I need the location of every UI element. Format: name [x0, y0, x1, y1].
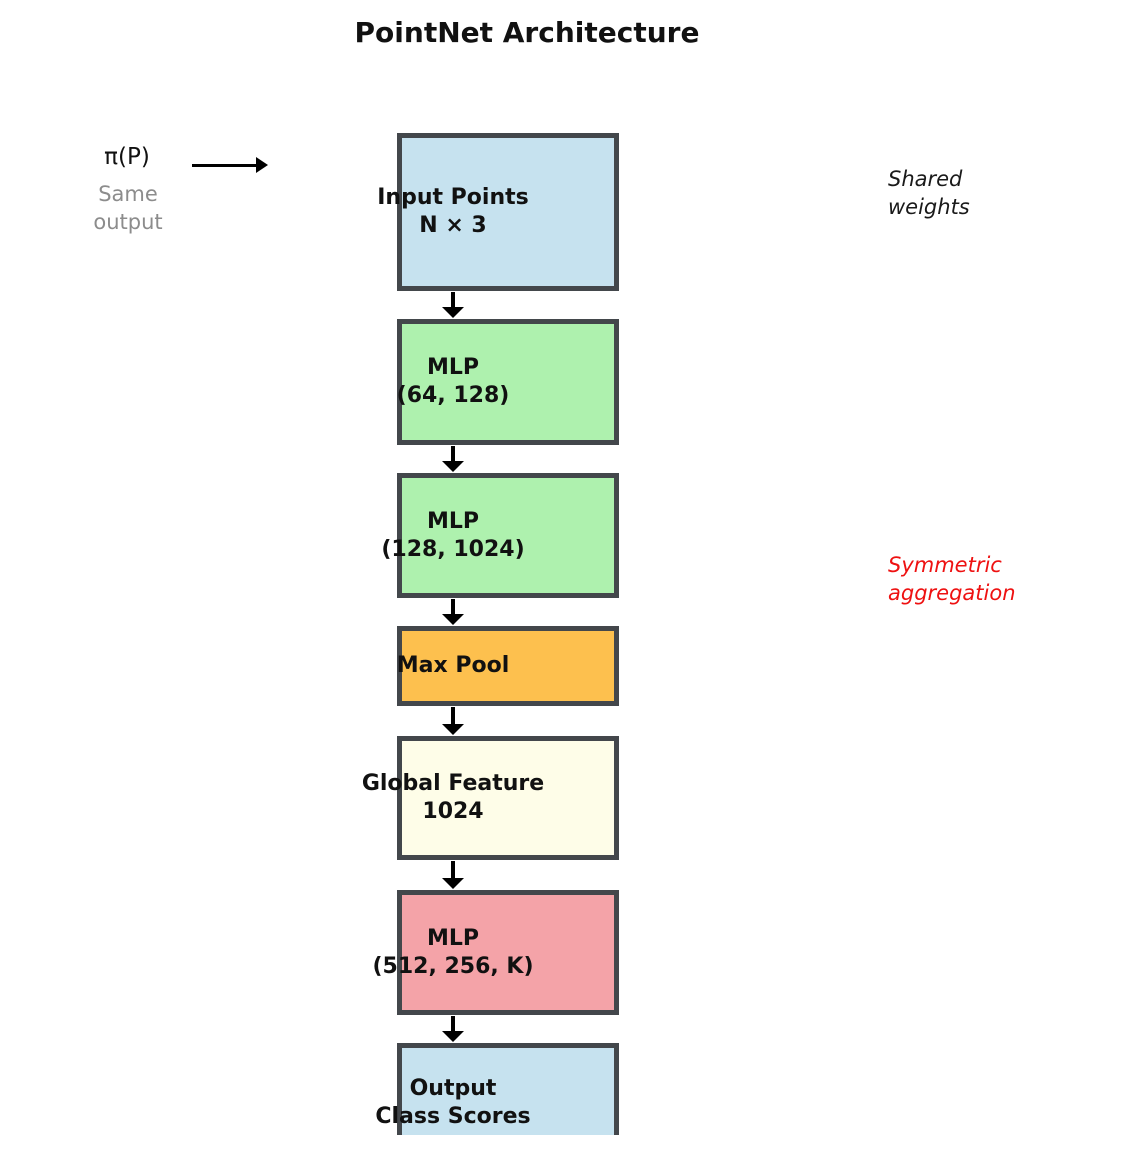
arrow-head [442, 1031, 464, 1042]
node-label-line: MLP [426, 508, 480, 534]
note-line: weights [888, 195, 970, 219]
right-arrow-icon [192, 156, 268, 174]
node-label: Input Points N × 3 [377, 184, 529, 240]
node-mlp-classifier: MLP (512, 256, K) [372, 890, 619, 1015]
note-line: aggregation [888, 581, 1016, 605]
down-arrow-icon [442, 446, 464, 472]
down-arrow-icon [442, 707, 464, 735]
node-label-line: (128, 1024) [381, 536, 525, 562]
node-label-line: Output [409, 1076, 497, 1101]
note-line: Symmetric [888, 553, 1002, 577]
arrow-stem [192, 164, 258, 167]
node-label-line: Class Scores [375, 1104, 531, 1129]
arrow-head [442, 461, 464, 472]
arrow-stem [451, 292, 455, 308]
arrow-head [442, 878, 464, 889]
arrow-stem [451, 707, 455, 725]
note-line: output [93, 210, 163, 234]
shared-weights-note: Shared weights [888, 165, 970, 221]
same-output-note: Same output [93, 180, 162, 236]
arrow-head [442, 307, 464, 318]
node-input-points: Input Points N × 3 [377, 133, 619, 291]
down-arrow-icon [442, 292, 464, 318]
node-mlp-1: MLP (64, 128) [397, 319, 619, 445]
arrow-stem [451, 599, 455, 615]
node-label-line: (64, 128) [396, 383, 510, 408]
down-arrow-icon [442, 861, 464, 889]
node-label-line: Max Pool [396, 653, 510, 678]
note-line: Same [98, 182, 158, 206]
permutation-formula: π(P) [104, 144, 150, 170]
symmetric-aggregation-note: Symmetric aggregation [888, 551, 1016, 607]
arrow-head [442, 724, 464, 735]
node-label: Max Pool [397, 652, 509, 680]
node-label-line: Input Points [377, 185, 529, 210]
down-arrow-icon [442, 599, 464, 625]
node-label: Global Feature 1024 [362, 770, 544, 826]
node-label-line: MLP [426, 925, 480, 951]
node-max-pool: Max Pool [397, 626, 619, 706]
node-output: Output Class Scores [375, 1043, 619, 1135]
node-label-line: MLP [426, 355, 480, 380]
node-label-line: (512, 256, K) [372, 953, 534, 979]
node-label: MLP (64, 128) [397, 354, 510, 410]
node-label: MLP (128, 1024) [381, 508, 524, 564]
arrow-stem [451, 446, 455, 462]
node-label: Output Class Scores [375, 1075, 530, 1131]
node-global-feature: Global Feature 1024 [362, 736, 619, 860]
node-label-line: Global Feature [361, 771, 545, 796]
down-arrow-icon [442, 1016, 464, 1042]
node-label: MLP (512, 256, K) [372, 925, 533, 981]
arrow-stem [451, 1016, 455, 1032]
node-label-line: 1024 [422, 799, 484, 824]
arrow-stem [451, 861, 455, 879]
node-mlp-2: MLP (128, 1024) [381, 473, 619, 598]
arrow-head [256, 157, 268, 173]
arrow-head [442, 614, 464, 625]
note-line: Shared [888, 167, 963, 191]
diagram-title: PointNet Architecture [354, 16, 700, 49]
node-label-line: N × 3 [419, 213, 487, 238]
